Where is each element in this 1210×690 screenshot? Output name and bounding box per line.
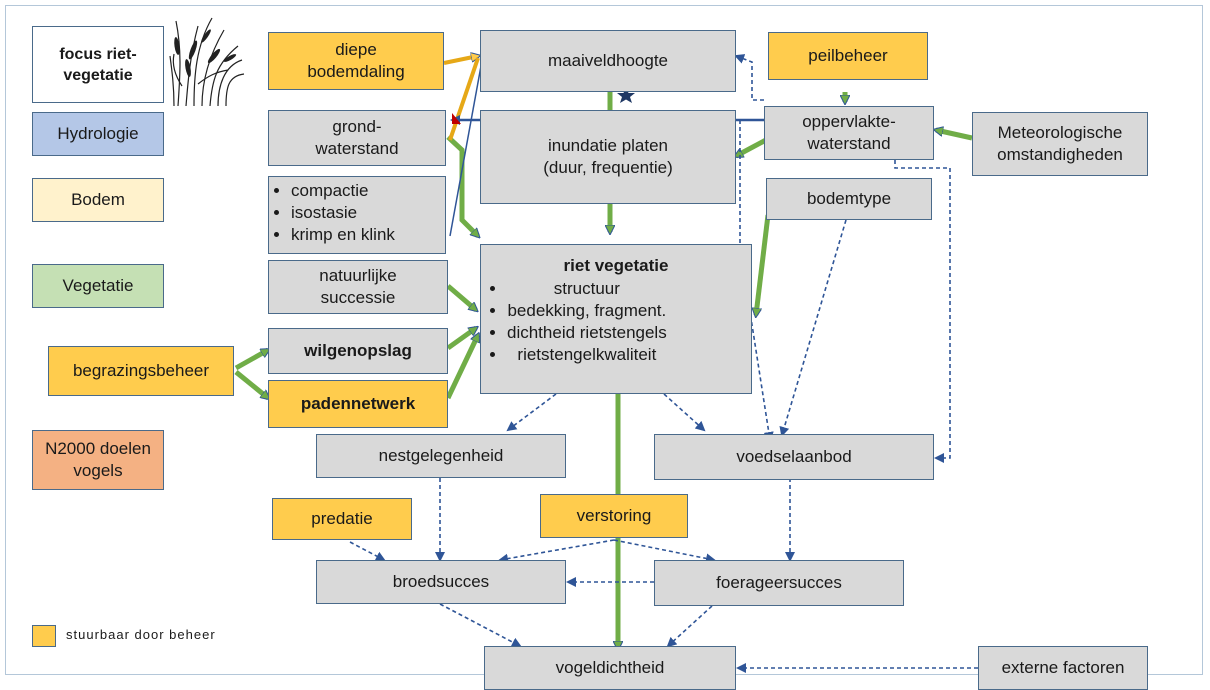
node-broedsucces: broedsucces bbox=[316, 560, 566, 604]
natuurlijke-line1: natuurlijke bbox=[319, 266, 397, 285]
node-peilbeheer: peilbeheer bbox=[768, 32, 928, 80]
node-diepe-bodemdaling: diepe bodemdaling bbox=[268, 32, 444, 90]
node-bodemtype: bodemtype bbox=[766, 178, 932, 220]
node-vogeldichtheid: vogeldichtheid bbox=[484, 646, 736, 690]
legend-stuurbaar-label: stuurbaar door beheer bbox=[66, 627, 216, 642]
node-verstoring: verstoring bbox=[540, 494, 688, 538]
list-item: isostasie bbox=[291, 202, 395, 224]
node-bodemprocessen: compactie isostasie krimp en klink bbox=[268, 176, 446, 254]
meteo-line2: omstandigheden bbox=[997, 145, 1123, 164]
wilgenopslag-label: wilgenopslag bbox=[304, 341, 412, 360]
list-item: dichtheid rietstengels bbox=[507, 322, 667, 344]
bodemtype-label: bodemtype bbox=[806, 189, 892, 208]
riet-vegetatie-list: structuur bedekking, fragment. dichtheid… bbox=[489, 278, 667, 366]
list-item: compactie bbox=[291, 180, 395, 202]
externe-factoren-label: externe factoren bbox=[1001, 658, 1125, 677]
oppervlaktewaterstand-line1: oppervlakte- bbox=[802, 112, 896, 131]
voedselaanbod-label: voedselaanbod bbox=[736, 447, 852, 466]
verstoring-label: verstoring bbox=[576, 506, 652, 525]
node-wilgenopslag: wilgenopslag bbox=[268, 328, 448, 374]
focus-line1: focus riet- bbox=[59, 45, 137, 63]
nestgelegenheid-label: nestgelegenheid bbox=[378, 446, 504, 465]
bodemprocessen-list: compactie isostasie krimp en klink bbox=[273, 180, 395, 246]
list-item: structuur bbox=[507, 278, 667, 300]
diepe-line2: bodemdaling bbox=[307, 62, 405, 81]
node-predatie: predatie bbox=[272, 498, 412, 540]
node-padennetwerk: padennetwerk bbox=[268, 380, 448, 428]
node-externe-factoren: externe factoren bbox=[978, 646, 1148, 690]
predatie-label: predatie bbox=[311, 509, 373, 528]
legend-bodem-label: Bodem bbox=[71, 190, 125, 209]
maaiveldhoogte-label: maaiveldhoogte bbox=[547, 51, 669, 70]
focus-box: focus riet-vegetatie bbox=[32, 26, 164, 103]
legend-swatch-stuurbaar bbox=[32, 625, 56, 647]
node-foerageersucces: foerageersucces bbox=[654, 560, 904, 606]
node-natuurlijke-successie: natuurlijke successie bbox=[268, 260, 448, 314]
padennetwerk-label: padennetwerk bbox=[300, 394, 416, 413]
focus-line2: vegetatie bbox=[63, 66, 133, 84]
begrazingsbeheer-label: begrazingsbeheer bbox=[72, 361, 210, 380]
broedsucces-label: broedsucces bbox=[392, 572, 490, 591]
legend-bodem: Bodem bbox=[32, 178, 164, 222]
vogeldichtheid-label: vogeldichtheid bbox=[555, 658, 665, 677]
list-item: rietstengelkwaliteit bbox=[507, 344, 667, 366]
legend-n2000: N2000 doelen vogels bbox=[32, 430, 164, 490]
legend-n2000-line2: vogels bbox=[73, 461, 123, 480]
legend-hydrologie: Hydrologie bbox=[32, 112, 164, 156]
oppervlaktewaterstand-line2: waterstand bbox=[807, 134, 891, 153]
grondwaterstand-line2: waterstand bbox=[315, 139, 399, 158]
legend-vegetatie: Vegetatie bbox=[32, 264, 164, 308]
grondwaterstand-line1: grond- bbox=[332, 117, 382, 136]
node-maaiveldhoogte: maaiveldhoogte bbox=[480, 30, 736, 92]
legend-vegetatie-label: Vegetatie bbox=[62, 276, 134, 295]
legend-hydrologie-label: Hydrologie bbox=[57, 124, 139, 143]
node-begrazingsbeheer: begrazingsbeheer bbox=[48, 346, 234, 396]
foerageersucces-label: foerageersucces bbox=[716, 573, 842, 592]
legend-n2000-line1: N2000 doelen bbox=[45, 439, 151, 458]
meteo-line1: Meteorologische bbox=[997, 123, 1123, 142]
node-inundatie-platen: inundatie platen (duur, frequentie) bbox=[480, 110, 736, 204]
inundatie-line2: (duur, frequentie) bbox=[543, 158, 673, 177]
list-item: bedekking, fragment. bbox=[507, 300, 667, 322]
node-oppervlaktewaterstand: oppervlakte-waterstand bbox=[764, 106, 934, 160]
riet-vegetatie-title: riet vegetatie bbox=[563, 256, 669, 275]
reed-illustration bbox=[169, 17, 245, 106]
natuurlijke-line2: successie bbox=[320, 288, 396, 307]
node-riet-vegetatie: riet vegetatie structuur bedekking, frag… bbox=[480, 244, 752, 394]
node-voedselaanbod: voedselaanbod bbox=[654, 434, 934, 480]
node-grondwaterstand: grond-waterstand bbox=[268, 110, 446, 166]
node-nestgelegenheid: nestgelegenheid bbox=[316, 434, 566, 478]
peilbeheer-label: peilbeheer bbox=[808, 46, 888, 65]
diepe-line1: diepe bbox=[335, 40, 377, 59]
list-item: krimp en klink bbox=[291, 224, 395, 246]
inundatie-line1: inundatie platen bbox=[547, 136, 669, 155]
node-meteorologische-omstandigheden: Meteorologische omstandigheden bbox=[972, 112, 1148, 176]
